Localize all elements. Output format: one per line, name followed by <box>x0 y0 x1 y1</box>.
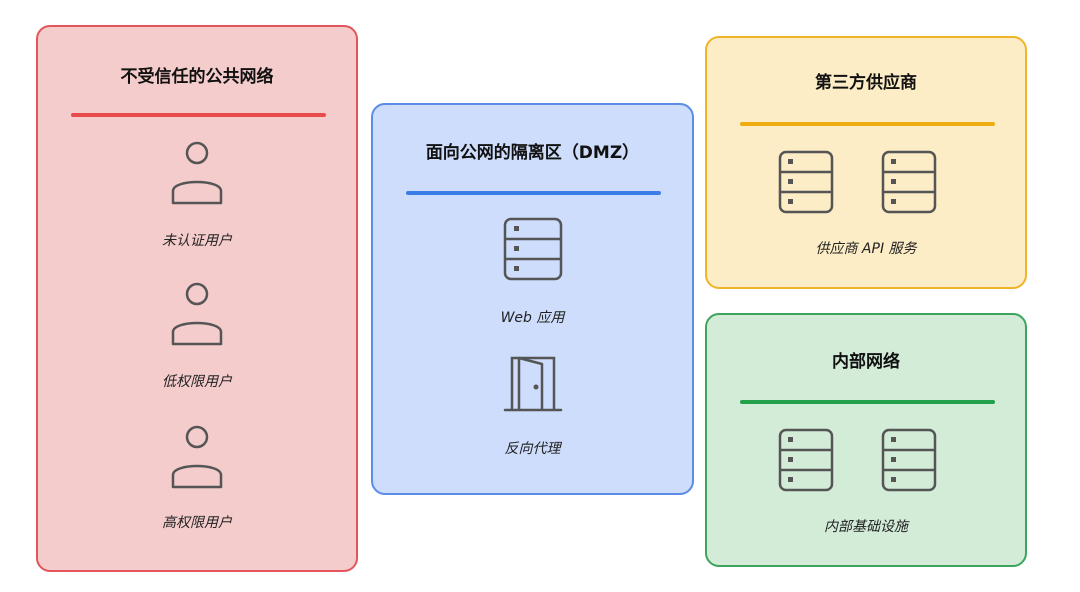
vendor-title: 第三方供应商 <box>815 73 917 93</box>
server-icon <box>502 216 564 282</box>
high-privilege-user-label: 高权限用户 <box>162 515 232 531</box>
server-icon <box>777 427 835 493</box>
internal-infrastructure-label: 内部基础设施 <box>824 519 908 535</box>
dmz-zone: 面向公网的隔离区（DMZ） Web 应用 反向代理 <box>371 103 694 495</box>
untrusted-network-divider <box>71 113 326 117</box>
low-privilege-user-label: 低权限用户 <box>162 374 232 390</box>
web-app-label: Web 应用 <box>500 310 565 326</box>
reverse-proxy-label: 反向代理 <box>504 441 561 457</box>
server-icon <box>880 427 938 493</box>
user-icon <box>164 280 230 348</box>
dmz-title: 面向公网的隔离区（DMZ） <box>425 143 640 163</box>
untrusted-network-zone: 不受信任的公共网络 未认证用户 低权限用户 高权限用户 <box>36 25 358 572</box>
internal-network-title: 内部网络 <box>832 352 900 372</box>
user-icon <box>164 423 230 491</box>
unauthenticated-user-label: 未认证用户 <box>162 233 232 249</box>
user-icon <box>164 139 230 207</box>
dmz-divider <box>406 191 661 195</box>
door-icon <box>502 352 564 414</box>
vendor-api-label: 供应商 API 服务 <box>815 241 917 257</box>
server-icon <box>777 149 835 215</box>
internal-network-divider <box>740 400 995 404</box>
untrusted-network-title: 不受信任的公共网络 <box>120 67 274 87</box>
vendor-divider <box>740 122 995 126</box>
internal-network-zone: 内部网络 内部基础设施 <box>705 313 1027 567</box>
server-icon <box>880 149 938 215</box>
vendor-zone: 第三方供应商 供应商 API 服务 <box>705 36 1027 289</box>
